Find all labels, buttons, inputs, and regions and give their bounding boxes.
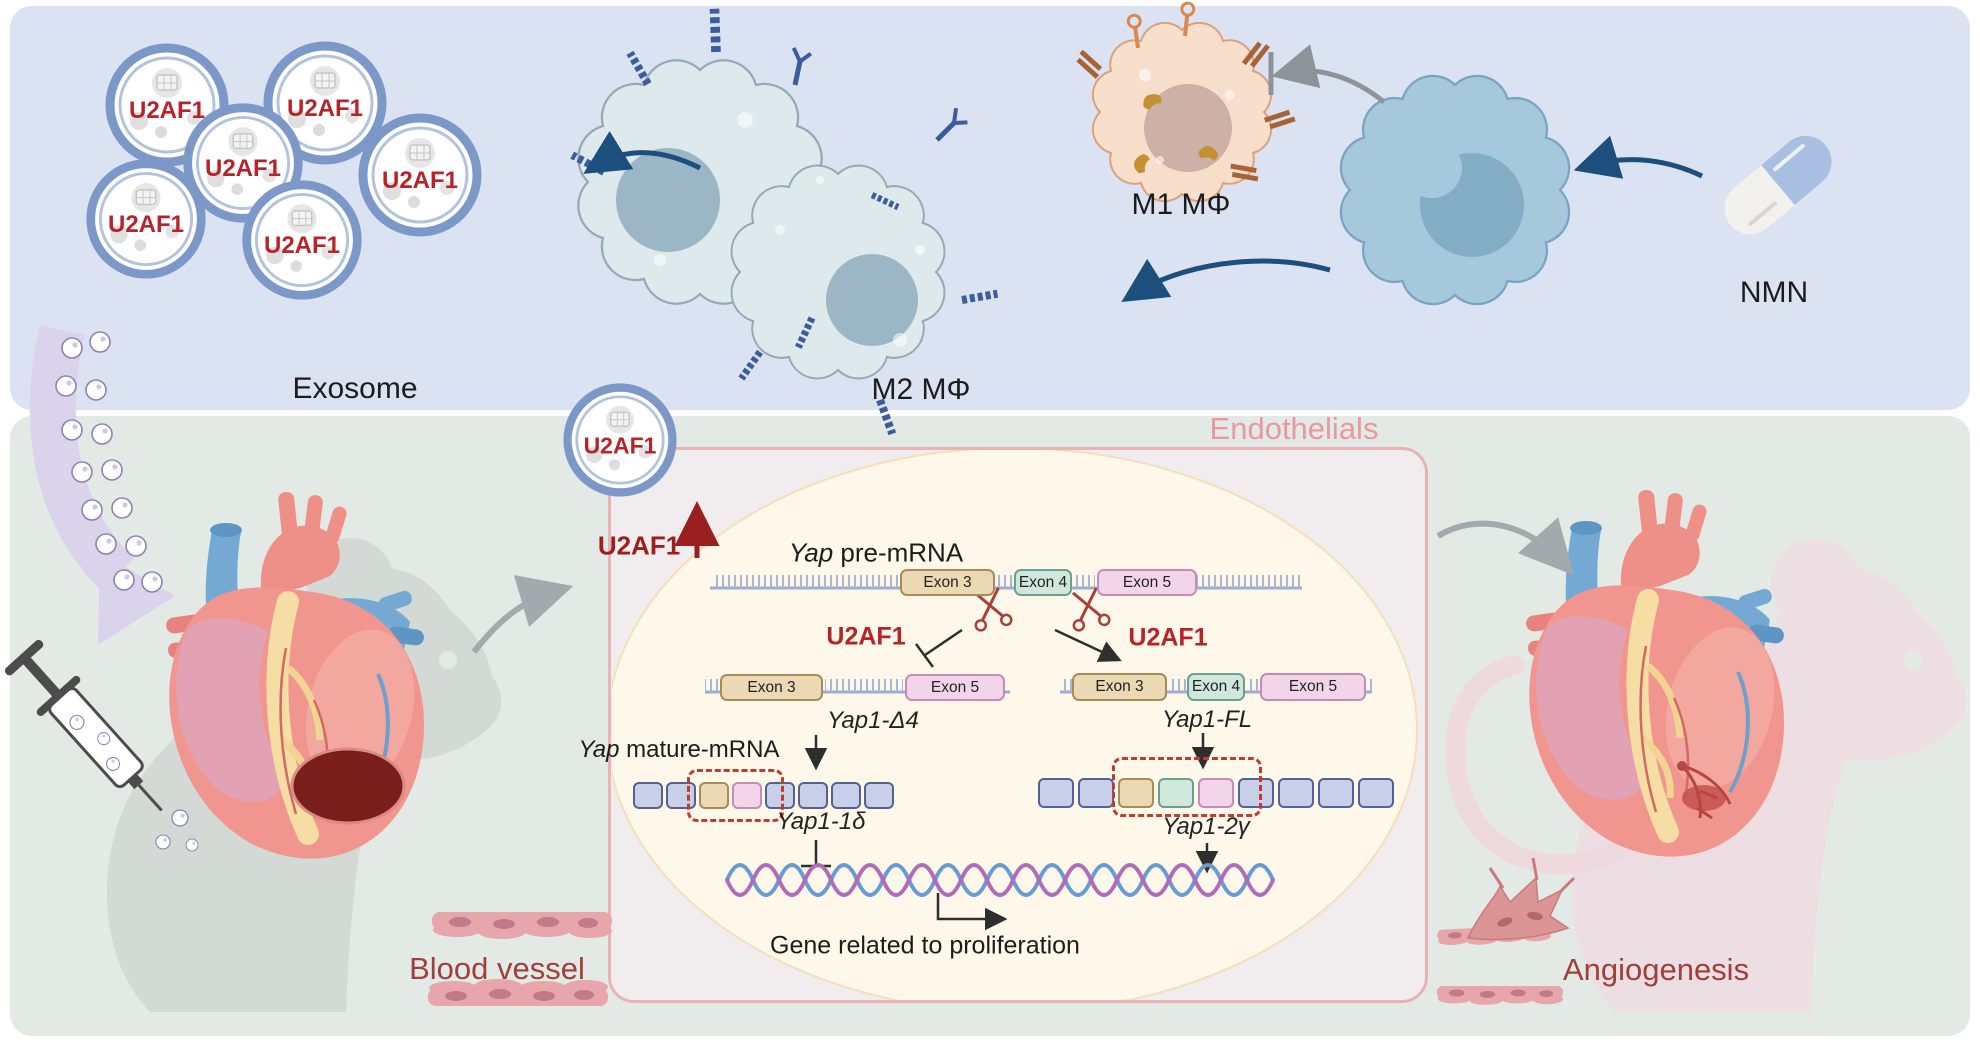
mrna-segment-exon4 [1158, 778, 1194, 808]
injected-exosome-bubble [171, 809, 189, 827]
pre-mrna-suffix: pre-mRNA [833, 537, 964, 568]
arrow-dna-to-gene-label [936, 893, 1008, 931]
yap-gene-name: Yap [788, 537, 834, 568]
injected-exosome-bubble [185, 838, 199, 852]
arrow-heart-to-endothelials [471, 575, 574, 654]
exon4-box: Exon 4 [1014, 569, 1072, 596]
yap1-fl-label: Yap1-FL [1161, 706, 1253, 733]
mrna-segment [1318, 778, 1354, 808]
exon4-label: Exon 4 [1018, 573, 1068, 591]
exon3-box: Exon 3 [900, 569, 995, 596]
infarcted-heart-icon [165, 491, 430, 858]
u2af1-cargo-label: U2AF1 [204, 155, 282, 182]
arrow-nmn-to-monocyte [1573, 135, 1704, 179]
exon3-label: Exon 3 [747, 678, 796, 696]
u2af1-cargo-label: U2AF1 [583, 432, 657, 459]
mrna-segment-exon5 [732, 782, 762, 809]
exon5-box: Exon 5 [1097, 569, 1197, 596]
angiogenesis-label: Angiogenesis [1562, 952, 1750, 987]
syringe-icon [4, 639, 163, 812]
angiogenesis-vessel-strip [1437, 986, 1563, 1005]
mrna-segment [798, 782, 828, 809]
mrna-segment [1278, 778, 1314, 808]
exon3-label: Exon 3 [1095, 678, 1144, 695]
mature-mrna-suffix: mature-mRNA [619, 736, 780, 763]
yap1-2g-label: Yap1-2γ [1162, 813, 1250, 840]
arrow-to-full-length [1054, 628, 1122, 662]
mrna-segment [1358, 778, 1394, 808]
mouse-right-tail [1445, 655, 1630, 875]
mrna-segment [765, 782, 795, 809]
repaired-heart-icon [1525, 489, 1790, 856]
exosome-flow-arrow [29, 325, 175, 645]
monocyte-icon [1339, 74, 1571, 306]
endothelials-label: Endothelials [1209, 411, 1379, 446]
m2-macrophage-icon [572, 9, 997, 434]
u2af1-upregulated-label: U2AF1 [597, 530, 681, 561]
blood-vessel-label: Blood vessel [409, 951, 585, 986]
exon5-label: Exon 5 [1288, 678, 1338, 695]
yap-pre-mrna-label: Yap pre-mRNA [789, 538, 963, 569]
m1-macrophage-label: M1 MΦ [1131, 188, 1231, 221]
yap-pre-mrna-strand [710, 575, 1302, 590]
mrna-segment [633, 782, 663, 809]
dna-helix-icon [725, 863, 1275, 897]
angiogenesis-sprout-icon [1466, 857, 1576, 941]
m1-macrophage-icon [1076, 0, 1295, 203]
u2af1-cargo-label: U2AF1 [263, 232, 341, 259]
neovessel-sprouts [1680, 764, 1732, 820]
mouse-right-eye [1904, 651, 1922, 669]
yap-gene-name: Yap [578, 736, 620, 763]
u2af1-splice-label-right: U2AF1 [1128, 623, 1208, 652]
exon4-label: Exon 4 [1191, 678, 1241, 695]
mrna-segment [666, 782, 696, 809]
gene-proliferation-label: Gene related to proliferation [770, 931, 1080, 960]
arrow-monocyte-to-m2 [1121, 258, 1331, 303]
arrow-endothelials-to-heart [1436, 517, 1575, 576]
exon3-label: Exon 3 [923, 573, 972, 591]
u2af1-cargo-label: U2AF1 [128, 97, 206, 124]
exosome-group-label: Exosome [292, 372, 418, 405]
exon3-box: Exon 3 [720, 674, 823, 701]
mrna-segment-exon3 [699, 782, 729, 809]
nmn-capsule-icon [1724, 135, 1832, 235]
mrna-segment [1238, 778, 1274, 808]
exon5-label: Exon 5 [930, 678, 980, 696]
exon5-box: Exon 5 [905, 674, 1005, 701]
mouse-left-eye [439, 651, 457, 669]
injected-exosome-bubble [155, 834, 171, 850]
m2-macrophage-label: M2 MΦ [871, 373, 971, 406]
u2af1-cargo-label: U2AF1 [286, 95, 364, 122]
u2af1-cargo-label: U2AF1 [381, 167, 459, 194]
isoform-highlight-box [1112, 757, 1262, 817]
exon3-box: Exon 3 [1072, 673, 1167, 701]
mrna-segment [1078, 778, 1114, 808]
mrna-segment-exon3 [1118, 778, 1154, 808]
mrna-segment [864, 782, 894, 809]
yap1-d4-label: Yap1-Δ4 [827, 707, 919, 734]
arrow-m2-to-exosome [583, 131, 702, 174]
mrna-segment [1038, 778, 1074, 808]
isoform-highlight-box [687, 769, 784, 822]
nucleus-shape [612, 450, 1418, 1000]
infarct-region [290, 747, 406, 825]
nmn-label: NMN [1739, 276, 1809, 309]
exon5-label: Exon 5 [1122, 573, 1172, 591]
inhibition-line-left [924, 628, 963, 657]
inhibition-bar-left [914, 643, 935, 668]
mrna-segment-exon5 [1198, 778, 1234, 808]
yap-mature-mrna-label: Yap mature-mRNA [579, 736, 780, 764]
u2af1-splice-label-left: U2AF1 [826, 622, 906, 651]
yap1-1d-label: Yap1-1δ [776, 808, 866, 835]
u2af1-cargo-label: U2AF1 [107, 211, 185, 238]
mrna-segment [831, 782, 861, 809]
inhibition-monocyte-to-m1 [1268, 44, 1386, 104]
exon4-box: Exon 4 [1187, 673, 1245, 701]
blood-vessel-icon [432, 912, 612, 939]
exon5-box: Exon 5 [1260, 673, 1366, 701]
